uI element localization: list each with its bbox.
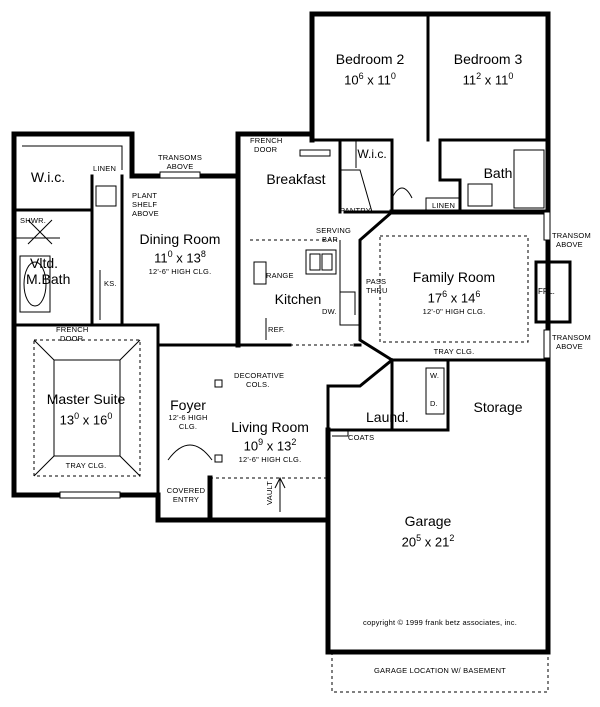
bath-walls <box>340 138 545 214</box>
pass-thru-2: THRU <box>366 286 388 295</box>
transoms-top: TRANSOMS <box>157 153 203 162</box>
transom-right-top-1: TRANSOM <box>552 231 591 240</box>
dining-note: 12'-6" HIGH CLG. <box>148 267 212 276</box>
w-mark: W. <box>430 371 440 380</box>
decorative-cols-2: COLS. <box>246 380 270 389</box>
covered-entry-2: ENTRY <box>172 495 200 504</box>
transoms-bottom: ABOVE <box>166 162 194 171</box>
tray-clg-family: TRAY CLG. <box>433 347 475 356</box>
storage-name: Storage <box>473 399 523 415</box>
bedroom2-dim: 106 x 110 <box>344 71 396 88</box>
transom-right-top-2: ABOVE <box>556 240 583 249</box>
master-dim: 130 x 160 <box>59 411 113 428</box>
living-walls <box>155 149 331 523</box>
living-note: 12'-6" HIGH CLG. <box>238 455 302 464</box>
linen-left: LINEN <box>93 164 117 173</box>
wic-right-name: W.i.c. <box>357 147 387 161</box>
plant-shelf-2: SHELF <box>132 200 158 209</box>
decorative-cols-1: DECORATIVE <box>234 371 285 380</box>
dining-walls <box>11 131 241 498</box>
dining-dim: 110 x 138 <box>154 249 206 266</box>
family-name: Family Room <box>412 269 496 285</box>
covered-entry-1: COVERED <box>166 486 206 495</box>
linen-right: LINEN <box>432 201 456 210</box>
plant-shelf-3: ABOVE <box>132 209 159 218</box>
living-dim: 109 x 132 <box>243 437 297 454</box>
garage-walls <box>325 357 551 693</box>
shwr-label: SHWR. <box>20 216 46 225</box>
vltd-name: Vltd. <box>30 255 59 271</box>
d-mark: D. <box>430 399 438 408</box>
foyer-note2: CLG. <box>178 422 198 431</box>
range-label: RANGE <box>266 271 294 280</box>
living-name: Living Room <box>231 419 309 435</box>
master-name: Master Suite <box>46 391 126 407</box>
garage-location-note: GARAGE LOCATION W/ BASEMENT <box>374 666 506 675</box>
garage-name: Garage <box>404 513 452 529</box>
family-dim: 176 x 146 <box>427 289 481 306</box>
transom-right-bot-1: TRANSOM <box>552 333 591 342</box>
bedroom3-dim: 112 x 110 <box>462 71 514 88</box>
garage-dim: 205 x 212 <box>401 533 455 550</box>
laund-name: Laund. <box>366 409 409 425</box>
kitchen-walls <box>235 131 394 348</box>
coats-label: COATS <box>348 433 375 442</box>
ref-label: REF. <box>268 325 286 334</box>
fpl-label: FPL. <box>538 287 555 296</box>
breakfast-name: Breakfast <box>266 171 326 187</box>
serving-bar-2: BAR <box>322 235 339 244</box>
tray-clg-master: TRAY CLG. <box>65 461 107 470</box>
foyer-note1: 12'-6 HIGH <box>168 413 208 422</box>
serving-bar-1: SERVING <box>316 226 352 235</box>
bedroom2-name: Bedroom 2 <box>335 51 405 67</box>
wic-left-name: W.i.c. <box>30 169 66 185</box>
french-door-bottom: DOOR <box>254 145 278 154</box>
foyer-name: Foyer <box>170 397 206 413</box>
copyright-note: copyright © 1999 frank betz associates, … <box>363 618 517 627</box>
bath-name: Bath <box>483 165 513 181</box>
plant-shelf-1: PLANT <box>132 191 158 200</box>
vault-label: VAULT <box>265 480 274 505</box>
dining-name: Dining Room <box>139 231 221 247</box>
kitchen-name: Kitchen <box>274 291 322 307</box>
french-door-master-1: FRENCH <box>56 325 89 334</box>
mbath-name: M.Bath <box>26 271 71 287</box>
bedroom-walls <box>309 11 551 215</box>
pantry-label: PANTRY <box>340 206 371 215</box>
pass-thru-1: PASS <box>366 277 387 286</box>
dw-label: DW. <box>322 307 337 316</box>
bedroom3-name: Bedroom 3 <box>453 51 523 67</box>
ks-label: KS. <box>104 279 117 288</box>
family-room-walls <box>358 209 572 363</box>
family-note: 12'-0" HIGH CLG. <box>422 307 486 316</box>
french-door-top: FRENCH <box>250 136 283 145</box>
transom-right-bot-2: ABOVE <box>556 342 583 351</box>
french-door-master-2: DOOR <box>60 334 84 343</box>
